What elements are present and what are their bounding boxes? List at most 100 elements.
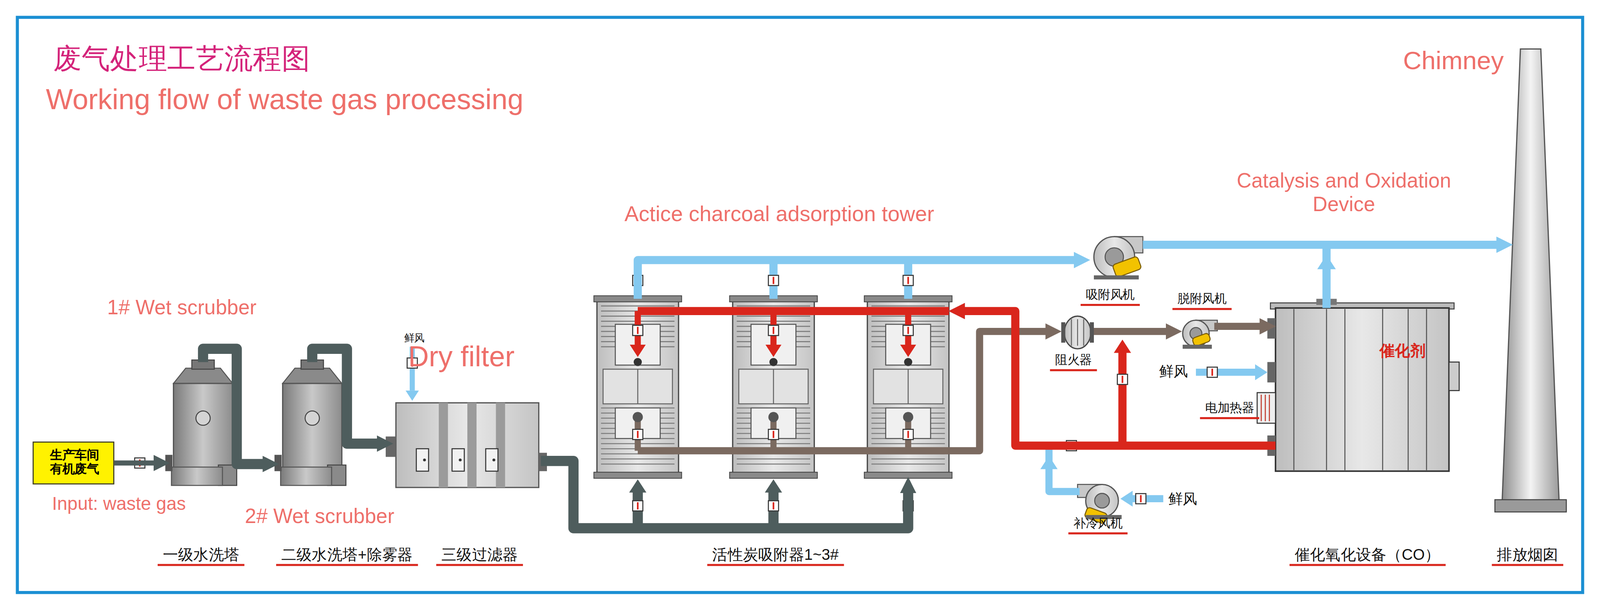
arrester-flange [1061, 322, 1066, 343]
valve-body [903, 275, 914, 287]
arrow-head [765, 344, 782, 358]
node-label: 2# Wet scrubber [244, 504, 395, 529]
tower-panel [873, 369, 943, 405]
fan-motor [1191, 332, 1212, 347]
wet-scrubber: 1# Wet scrubber一级水洗塔 [169, 362, 237, 486]
louver-line [871, 458, 946, 460]
hot-air-header [637, 307, 950, 316]
scrubber-cone [282, 368, 342, 384]
dry-filter: Dry filter三级过滤器 [392, 402, 541, 488]
chimney: Chimney排放烟囱 [1499, 48, 1562, 511]
valve-mark [907, 276, 910, 285]
valve-mark [772, 431, 775, 439]
pipe-connector [203, 348, 265, 465]
node-label: 催化氧化设备（CO） [1289, 545, 1446, 567]
pipe-connector [540, 461, 909, 529]
louver-line [736, 463, 811, 465]
flame-arrester: 阻火器 [1061, 315, 1094, 351]
node-label: 一级水洗塔 [157, 545, 245, 567]
device-panel-line [1381, 309, 1384, 471]
louver-line [600, 458, 675, 460]
scrubber-sump [280, 467, 332, 486]
valve-body [768, 500, 779, 512]
diagram-title: 废气处理工艺流程图 [53, 42, 311, 76]
valve-mark [636, 431, 639, 439]
tower-flange [593, 472, 682, 479]
device-panel-line [1407, 309, 1409, 471]
pipe-connector [637, 260, 1076, 299]
valve-mark [636, 326, 639, 335]
valve-mark [1121, 376, 1124, 384]
nozzle [903, 412, 914, 423]
filter-housing [396, 402, 539, 488]
tower-flange [864, 472, 952, 479]
chimney-stack [1501, 48, 1560, 504]
nozzle [633, 358, 642, 367]
node-label: 吸附风机 [1080, 288, 1140, 307]
node-label: 1# Wet scrubber [107, 296, 257, 320]
frame-border [17, 17, 1583, 593]
arrow-head [628, 479, 647, 493]
nozzle [904, 358, 913, 367]
panel-divider [772, 369, 775, 405]
catalytic-device [1275, 308, 1450, 472]
arrester-rib [1071, 319, 1073, 346]
filter-stage [467, 402, 477, 488]
hot-air-branch [1118, 352, 1127, 447]
free-label: 鲜风 [1159, 363, 1188, 380]
electric-heater [1257, 392, 1276, 424]
scrubber-body [282, 383, 342, 470]
valve-body [632, 429, 643, 441]
device-panel-line [1293, 309, 1295, 471]
device-stub [1267, 362, 1276, 383]
louver-line [600, 463, 675, 465]
fan-motor [1112, 256, 1142, 278]
node-label: 排放烟囱 [1491, 545, 1564, 567]
valve-body [632, 500, 643, 512]
pipe-connector [963, 311, 1276, 447]
valve-symbol [903, 275, 914, 287]
valve-mark [1211, 368, 1214, 377]
node-label: Actice charcoal adsorption tower [624, 202, 935, 227]
arrester-rib [1083, 319, 1085, 346]
node-label: Catalysis and Oxidation Device [1211, 169, 1477, 217]
valve-symbol [768, 429, 779, 441]
node-label: 生产车间 有机废气 [44, 448, 105, 477]
fan-symbol [1093, 236, 1143, 280]
filter-door [452, 448, 465, 472]
panel-divider [637, 369, 639, 405]
valve-symbol [632, 500, 643, 512]
node-label: 脱附风机 [1172, 292, 1232, 311]
heater-fin [1268, 394, 1270, 422]
free-label: Working flow of waste gas processing [46, 83, 524, 117]
arrow-head [900, 344, 917, 358]
valve-body [903, 325, 914, 337]
node-label: 活性炭吸附器1~3# [707, 545, 844, 567]
node-label: Dry filter [408, 340, 515, 374]
device-knob [1449, 362, 1460, 391]
filter-stage [438, 402, 449, 488]
arrow-head [629, 344, 646, 358]
fan-symbol [1182, 320, 1218, 349]
louver-line [871, 305, 946, 307]
valve-mark [772, 276, 775, 285]
pipe-connector [114, 460, 156, 466]
chimney-base [1494, 500, 1567, 513]
filter-door [416, 448, 429, 472]
louver-line [736, 305, 811, 307]
cooling-fan: 补冷风机 [1079, 481, 1123, 517]
source-box: 生产车间 有机废气Input: waste gas [32, 441, 115, 485]
filter-stage [495, 402, 505, 488]
inlet-branch [768, 491, 779, 529]
filter-door [485, 448, 499, 472]
node-label: 二级水洗塔+除雾器 [276, 545, 418, 567]
louver-line [871, 463, 946, 465]
free-label: 电加热器 [1199, 402, 1260, 420]
door-handle [492, 458, 496, 462]
panel-divider [907, 369, 910, 405]
scrubber-flange [274, 454, 282, 472]
valve-body [1117, 374, 1128, 385]
arrester-rib [1077, 319, 1079, 346]
valve-mark [907, 326, 910, 335]
valve-mark [907, 431, 910, 439]
